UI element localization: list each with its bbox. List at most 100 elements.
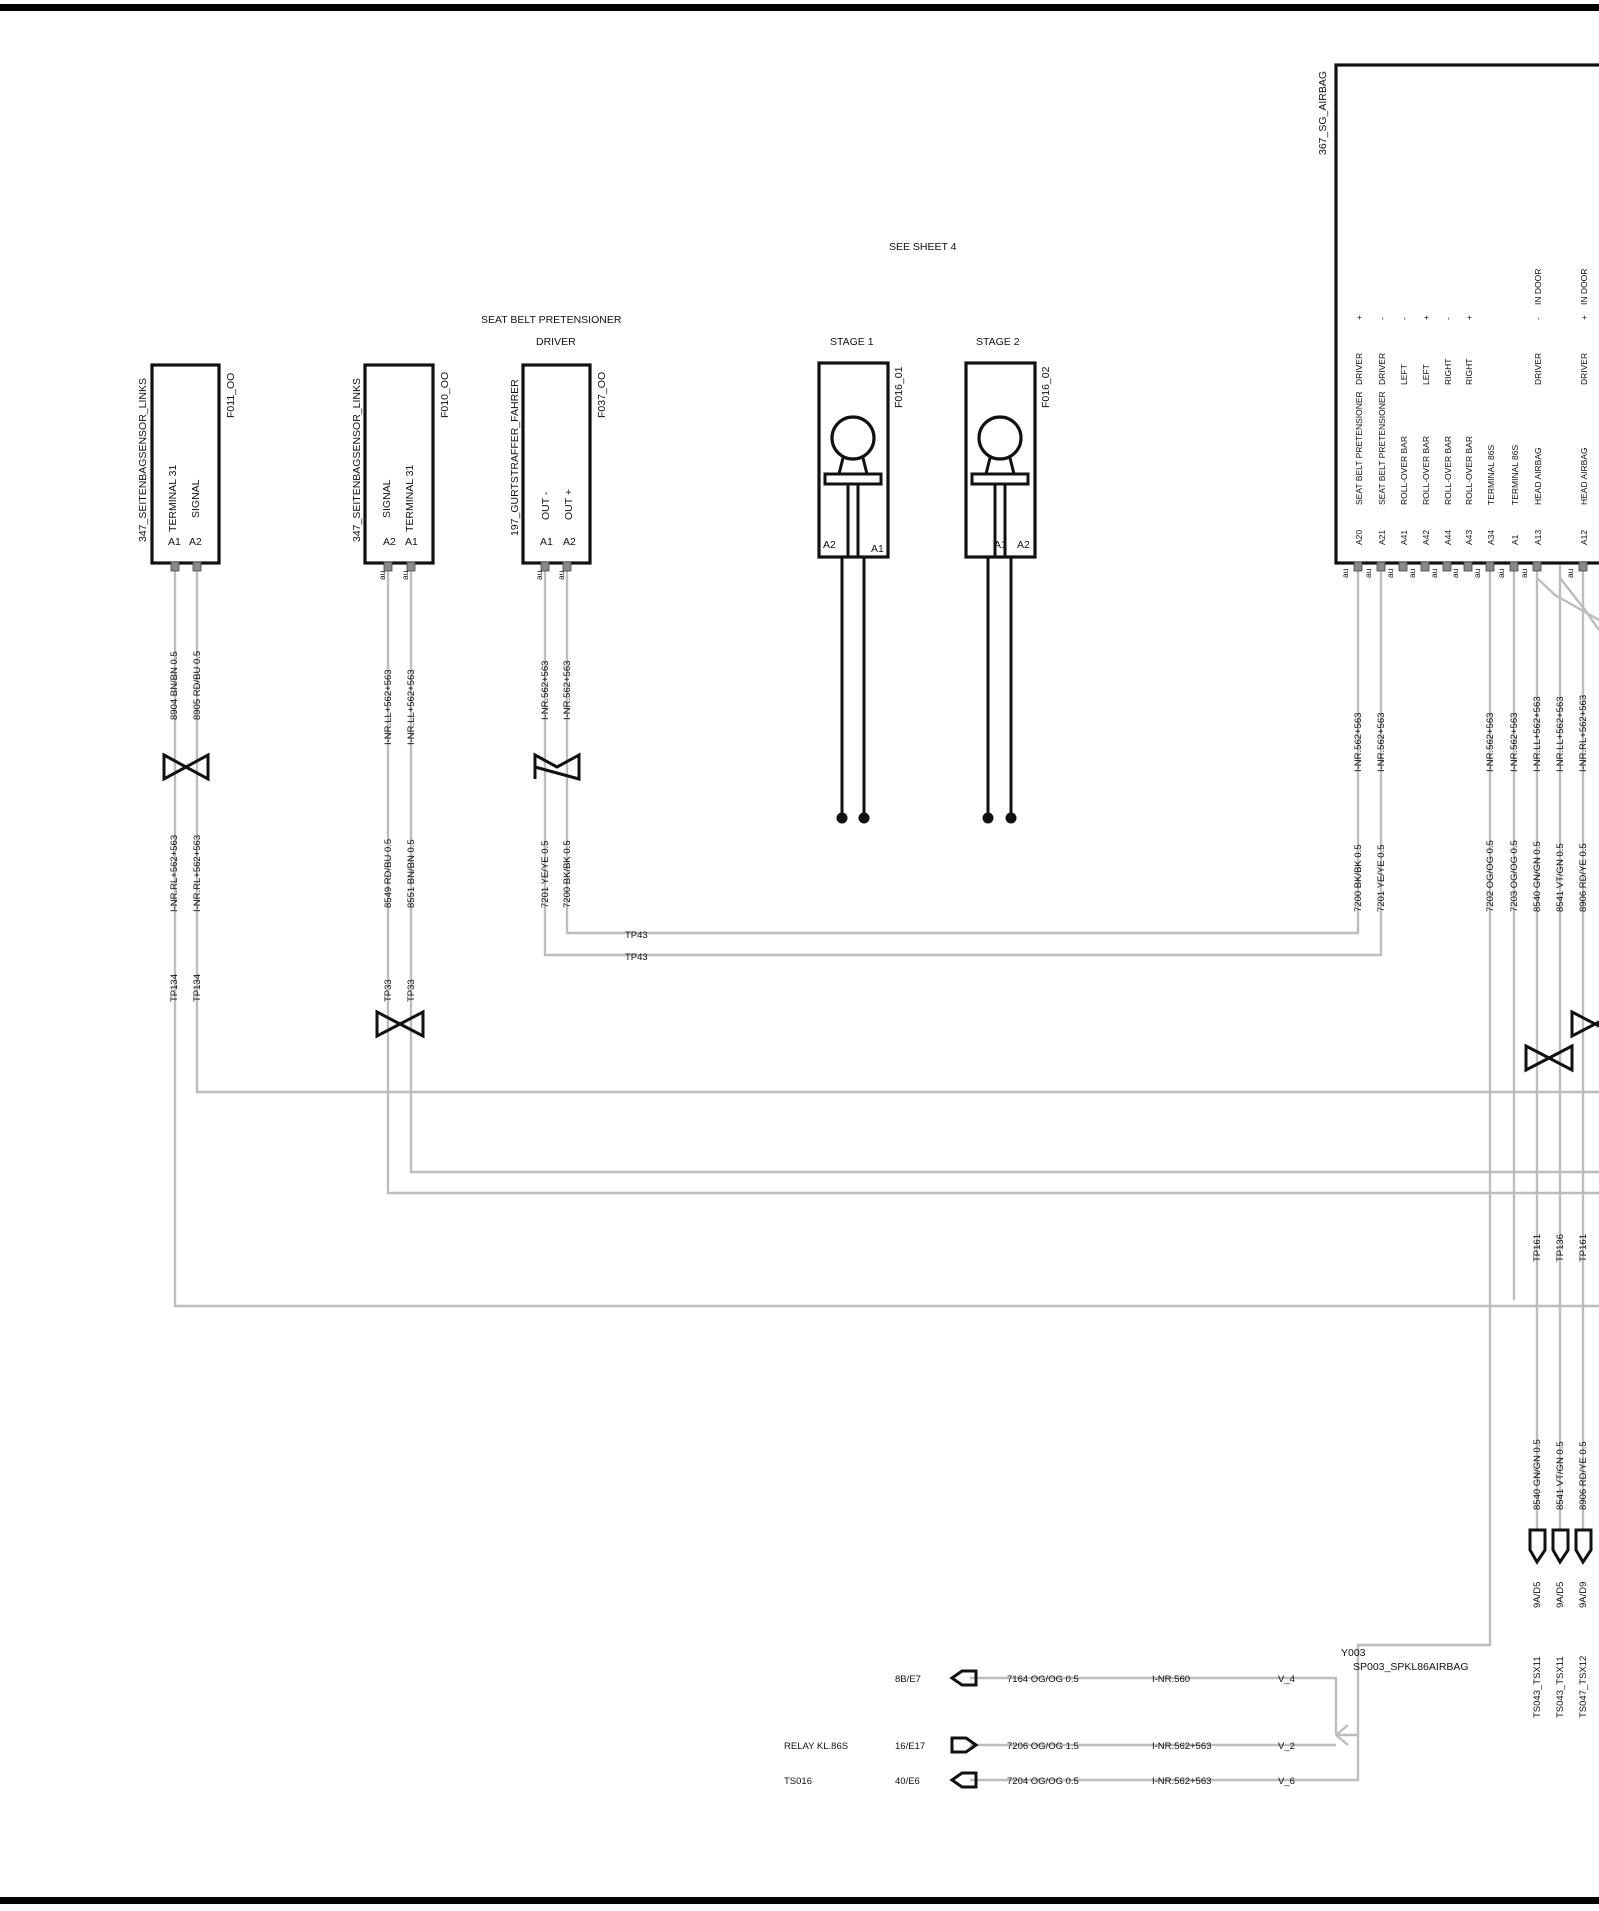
splice-group[interactable]: Y003 SP003_SPKL86AIRBAG 8B/E7 7164 OG/OG …	[784, 1647, 1469, 1789]
stage-2-pin-1: A1	[994, 539, 1007, 551]
wire-label: I-NR.562+563	[1485, 713, 1496, 772]
airbag-pin-polarity: +	[1421, 315, 1431, 320]
airbag-pin-id: A41	[1399, 530, 1409, 545]
wire-label: 7200 BK/BK 0.5	[1353, 844, 1364, 912]
f037-func-1: OUT -	[540, 491, 552, 520]
wire-label: I-NR.562+563	[1509, 713, 1520, 772]
airbag-pin-polarity: -	[1443, 317, 1453, 320]
stage-2-squib[interactable]: STAGE 2 F016_02 A1 A2	[964, 336, 1052, 824]
splice-ref: 8B/E7	[895, 1674, 921, 1685]
airbag-pin-polarity: -	[1377, 317, 1387, 320]
airbag-pin-side: DRIVER	[1354, 353, 1364, 385]
splice-wire: 7204 OG/OG 0.5	[1007, 1776, 1079, 1787]
airbag-pin-desc: ROLL-OVER BAR	[1443, 436, 1453, 505]
airbag-pin-material: au	[1450, 568, 1460, 578]
wire-label: 7201 YE/YE 0.5	[540, 841, 551, 908]
splice-id: Y003	[1341, 1647, 1366, 1659]
wire-label: I-NR.RL+562+563	[1578, 695, 1589, 772]
wire-label: 8540 GN/GN 0.5	[1532, 841, 1543, 912]
airbag-pin-side: LEFT	[1421, 364, 1431, 385]
airbag-pin-material: au	[1472, 568, 1482, 578]
f011-name: 347_SEITENBAGSENSOR_LINKS	[137, 378, 149, 542]
wire-label: 8904 BN/BN 0.5	[169, 651, 180, 720]
wire-label: 8540 GN/GN 0.5	[1532, 1439, 1543, 1510]
wire-label: 7200 BK/BK 0.5	[562, 840, 573, 908]
airbag-pin-side: DRIVER	[1377, 353, 1387, 385]
component-f037[interactable]: SEAT BELT PRETENSIONER DRIVER F037_OO 19…	[481, 314, 622, 572]
airbag-pin-extra: IN DOOR	[1533, 269, 1543, 305]
airbag-pin-polarity: +	[1464, 315, 1474, 320]
wire-label: 8906 RD/YE 0.5	[1578, 1441, 1589, 1510]
splice-name: SP003_SPKL86AIRBAG	[1353, 1661, 1469, 1673]
airbag-pin-polarity: -	[1399, 317, 1409, 320]
stage-1-id: F016_01	[893, 366, 905, 408]
splice-terminal	[949, 1669, 978, 1687]
wire-label: TS043_TSX11	[1532, 1656, 1543, 1718]
airbag-pin-desc: TERMINAL 86S	[1486, 445, 1496, 505]
wire-label: 8906 RD/YE 0.5	[1578, 843, 1589, 912]
airbag-pin-material: au	[1385, 568, 1395, 578]
see-sheet-note: SEE SHEET 4	[889, 241, 957, 253]
airbag-pin-id: A21	[1377, 530, 1387, 545]
airbag-pin-polarity: +	[1579, 315, 1589, 320]
airbag-pin-side: LEFT	[1399, 364, 1409, 385]
component-f011[interactable]: F011_OO 347_SEITENBAGSENSOR_LINKS TERMIN…	[137, 363, 237, 572]
airbag-pin-terminal	[1353, 561, 1363, 572]
component-f010[interactable]: F010_OO 347_SEITENBAGSENSOR_LINKS SIGNAL…	[351, 363, 451, 572]
f011-func-1: TERMINAL 31	[167, 465, 179, 532]
wire-label: TP33	[406, 979, 417, 1002]
splice-source: RELAY KL.86S	[784, 1741, 848, 1752]
airbag-pin-material: au	[1565, 568, 1575, 578]
splice-inr: I-NR.562+563	[1152, 1776, 1211, 1787]
wire-label: I-NR.LL+562+563	[1532, 696, 1543, 772]
pin-material-labels: au au au au	[377, 570, 566, 580]
airbag-pin-id: A43	[1464, 530, 1474, 545]
wire-label: 8549 RD/BU 0.5	[383, 839, 394, 908]
wire-label: 7201 YE/YE 0.5	[1376, 845, 1387, 912]
airbag-pin-terminal	[1376, 561, 1386, 572]
splice-wire: 7164 OG/OG 0.5	[1007, 1674, 1079, 1685]
wire-label: I-NR.562+563	[1353, 713, 1364, 772]
airbag-pin-side: RIGHT	[1464, 359, 1474, 385]
wire-label: TP43	[625, 952, 648, 963]
stage-1-pin-1: A2	[823, 539, 836, 551]
airbag-pin-side: RIGHT	[1443, 359, 1453, 385]
stage-1-squib[interactable]: STAGE 1 F016_01 A2 A1	[817, 336, 905, 824]
stage-1-pin-2: A1	[871, 543, 884, 555]
airbag-pin-id: A1	[1510, 534, 1520, 545]
airbag-pin-id: A44	[1443, 530, 1453, 545]
splice-v: V_6	[1278, 1776, 1295, 1787]
wire-label: 8541 VT/GN 0.5	[1555, 1441, 1566, 1510]
f011-id: F011_OO	[225, 373, 237, 418]
wire-label: I-NR.562+563	[540, 661, 551, 720]
svg-text:au: au	[534, 570, 544, 580]
wire-labels: 8904 BN/BN 0.5 8905 RD/BU 0.5I-NR.RL+562+…	[169, 651, 1589, 1718]
wire-label: I-NR.LL+562+563	[1555, 696, 1566, 772]
splice-terminal	[950, 1736, 979, 1754]
airbag-pin-terminal	[1509, 561, 1519, 572]
pretensioner-sub: DRIVER	[536, 336, 576, 348]
frame-top	[0, 4, 1599, 11]
airbag-pin-material: au	[1519, 568, 1529, 578]
stage-1-label: STAGE 1	[830, 336, 874, 348]
airbag-pin-id: A12	[1579, 530, 1589, 545]
airbag-pin-id: A42	[1421, 530, 1431, 545]
f010-id: F010_OO	[439, 372, 451, 418]
wire-label: I-NR.RL+562+563	[169, 835, 180, 912]
f010-pin-1: A2	[383, 536, 396, 548]
splice-inr: I-NR.560	[1152, 1674, 1190, 1685]
svg-text:au: au	[377, 570, 387, 580]
wire-label: 9A/D5	[1555, 1582, 1566, 1608]
connector-right-1	[1524, 1043, 1574, 1073]
wire-label: 8905 RD/BU 0.5	[192, 651, 203, 720]
wire-label: 9A/D9	[1578, 1582, 1589, 1608]
wire-label: 7203 OG/OG 0.5	[1509, 840, 1520, 912]
connector-tp33	[375, 1009, 425, 1039]
airbag-pin-terminal	[1463, 561, 1473, 572]
wire-label: TP161	[1532, 1234, 1543, 1262]
airbag-pin-material: au	[1407, 568, 1417, 578]
wire-label: TP161	[1578, 1234, 1589, 1262]
